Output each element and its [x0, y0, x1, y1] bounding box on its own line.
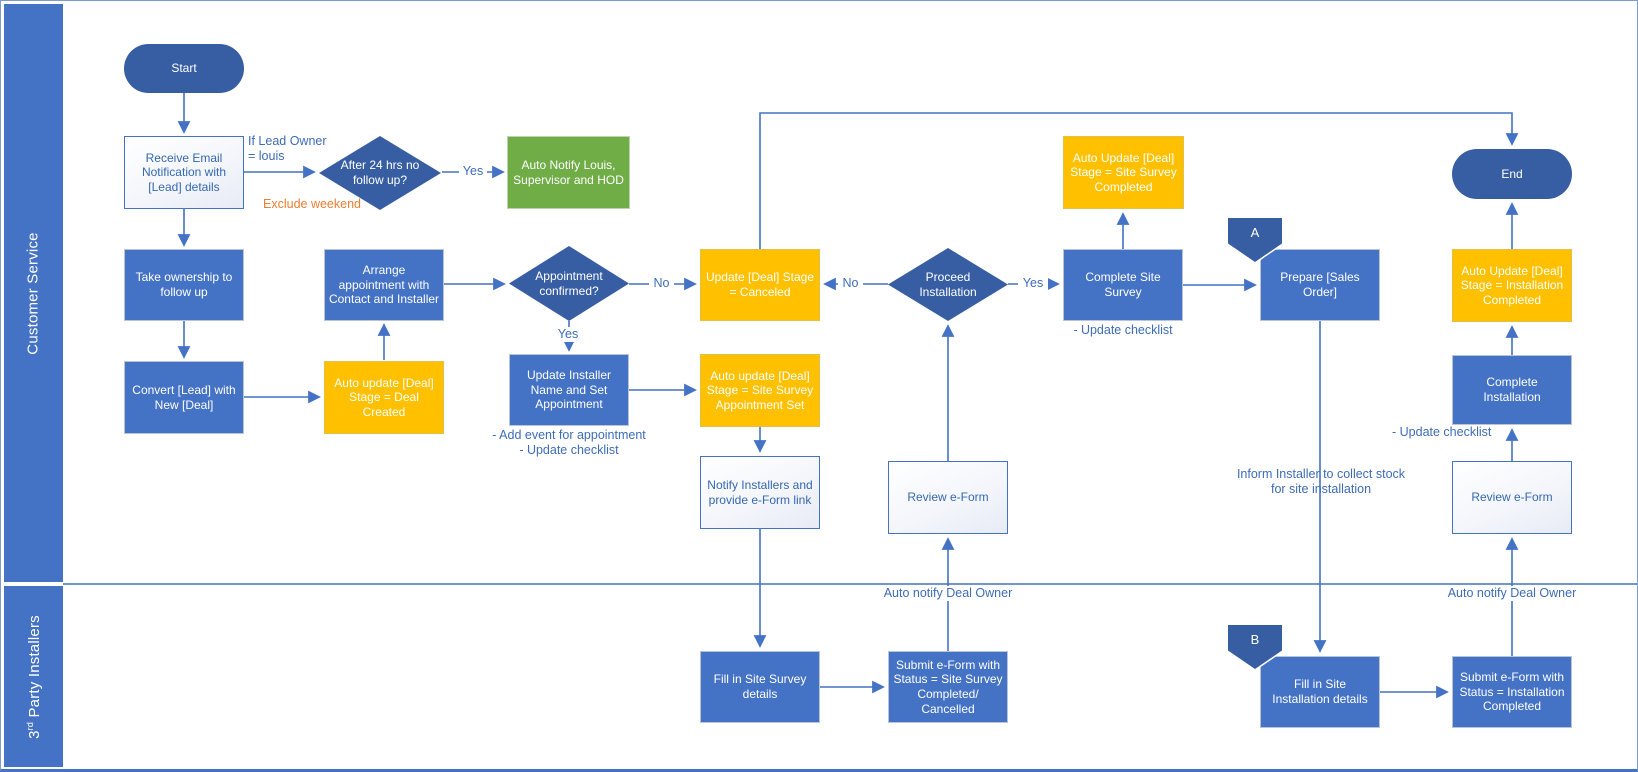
- node-arrange-appointment: Arrange appointment with Contact and Ins…: [324, 249, 444, 321]
- annotation-update-checklist-installation: - Update checklist: [1392, 425, 1492, 439]
- node-review-eform-left: Review e-Form: [888, 461, 1008, 534]
- lane-customer-service: Customer Service: [4, 4, 63, 582]
- node-start: Start: [124, 44, 244, 93]
- node-complete-site-survey: Complete Site Survey: [1063, 249, 1183, 321]
- edge-label-yes-proceed: Yes: [1018, 276, 1048, 291]
- node-auto-update-deal-created: Auto update [Deal] Stage = Deal Created: [324, 361, 444, 434]
- node-complete-installation: Complete Installation: [1452, 355, 1572, 425]
- node-review-eform-right: Review e-Form: [1452, 461, 1572, 534]
- node-fill-site-installation: Fill in Site Installation details: [1260, 656, 1380, 728]
- node-update-installer-name: Update Installer Name and Set Appointmen…: [509, 354, 629, 426]
- edge-label-no-proceed: No: [838, 276, 863, 291]
- annotation-inform-installer-collect-stock: Inform Installer to collect stock for si…: [1236, 467, 1406, 496]
- node-convert-lead: Convert [Lead] with New [Deal]: [124, 361, 244, 434]
- node-fill-site-survey: Fill in Site Survey details: [700, 651, 820, 723]
- edge-label-yes-after24: Yes: [459, 164, 487, 179]
- node-auto-update-installation-completed: Auto Update [Deal] Stage = Installation …: [1452, 249, 1572, 322]
- node-update-deal-canceled: Update [Deal] Stage = Canceled: [700, 249, 820, 321]
- edge-label-auto-notify-owner-right: Auto notify Deal Owner: [1446, 586, 1578, 601]
- node-auto-update-site-survey-appointment-set: Auto update [Deal] Stage = Site Survey A…: [700, 354, 820, 427]
- node-submit-eform-site-survey: Submit e-Form with Status = Site Survey …: [888, 651, 1008, 723]
- node-auto-notify-louis: Auto Notify Louis, Supervisor and HOD: [507, 136, 630, 209]
- node-auto-update-site-survey-completed: Auto Update [Deal] Stage = Site Survey C…: [1063, 136, 1184, 209]
- edge-label-no-appointment: No: [649, 276, 674, 291]
- lane-3rd-party-installers: 3rd Party Installers: [4, 586, 63, 767]
- edge-label-if-lead-owner: If Lead Owner = louis: [248, 134, 327, 163]
- node-submit-eform-installation: Submit e-Form with Status = Installation…: [1452, 656, 1572, 728]
- edge-label-yes-appointment: Yes: [553, 327, 583, 342]
- annotation-add-event-update-checklist: - Add event for appointment - Update che…: [492, 428, 646, 457]
- node-notify-installers: Notify Installers and provide e-Form lin…: [700, 456, 820, 529]
- edge-canceled-to-end: [759, 112, 1519, 249]
- annotation-update-checklist-site-survey: - Update checklist: [1073, 323, 1173, 337]
- node-prepare-sales-order: Prepare [Sales Order]: [1260, 249, 1380, 321]
- node-take-ownership: Take ownership to follow up: [124, 249, 244, 321]
- node-receive-email-notification: Receive Email Notification with [Lead] d…: [124, 136, 244, 209]
- annotation-exclude-weekend: Exclude weekend: [263, 197, 361, 211]
- edge-label-auto-notify-owner-left: Auto notify Deal Owner: [882, 586, 1014, 601]
- node-end: End: [1452, 149, 1572, 199]
